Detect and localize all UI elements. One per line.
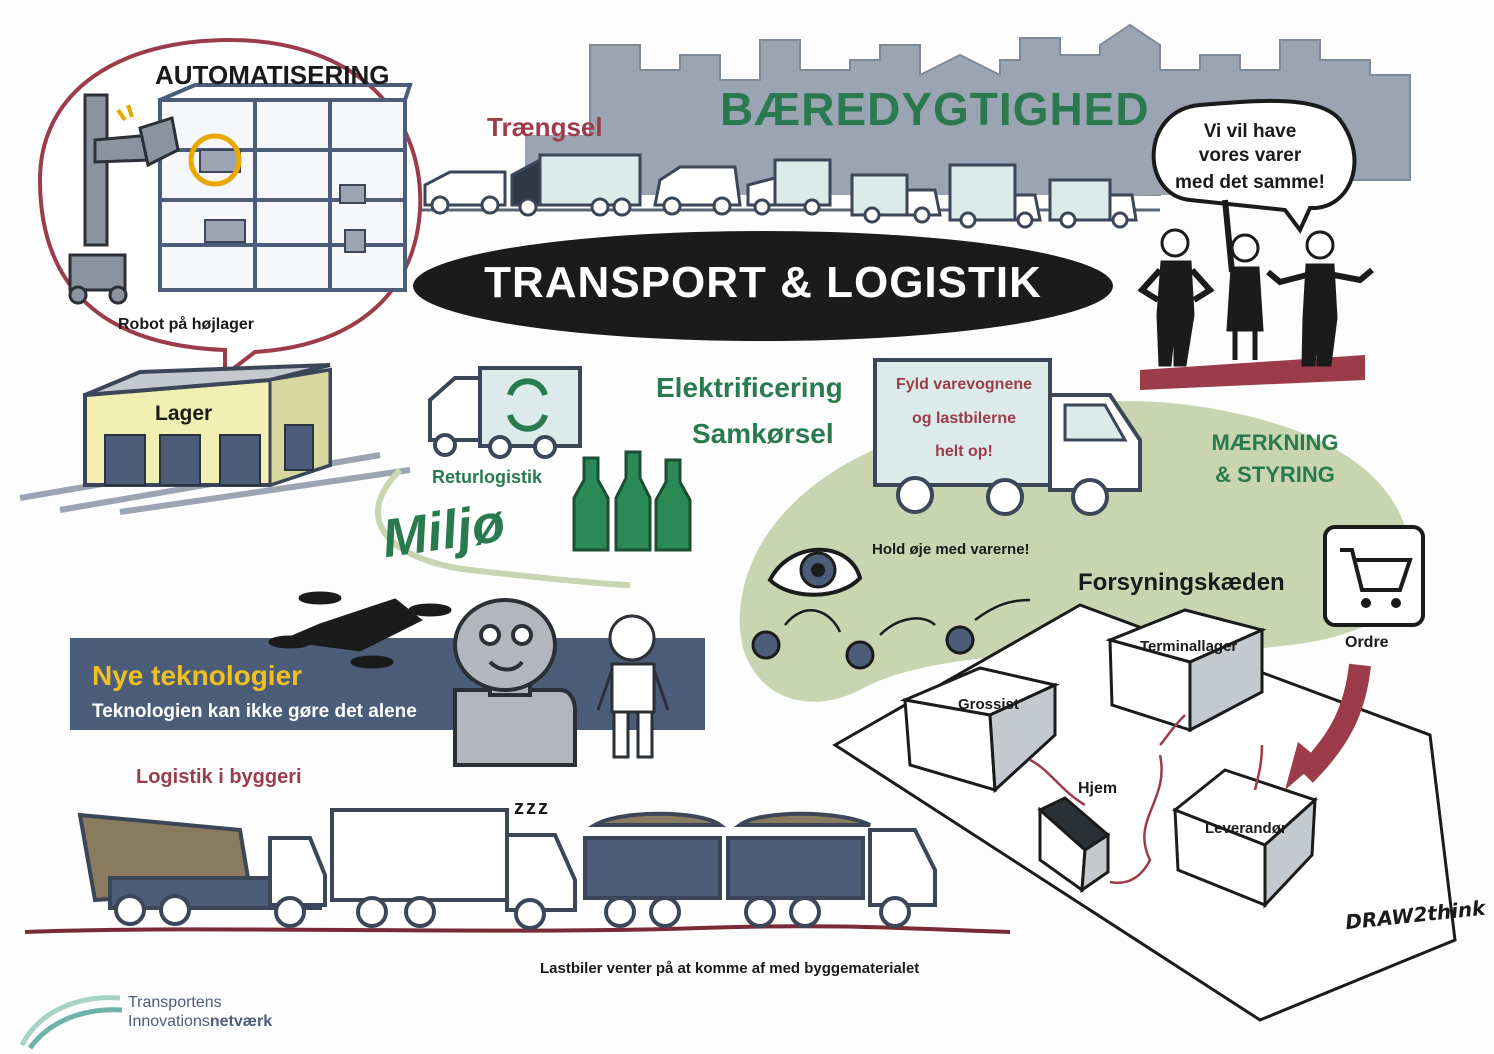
new-tech-subtitle: Teknologien kan ikke gøre det alene (92, 701, 417, 722)
robot-arm (68, 93, 180, 305)
box-truck (330, 808, 577, 930)
speech-text-2: vores varer (1198, 145, 1302, 166)
logo-line-1: Transportens (128, 994, 222, 1011)
truck-sign-line-1: Fyld varevognene (895, 376, 1033, 393)
logo-line-2: Innovationsnetværk (128, 1013, 272, 1031)
speech-bubble (1151, 98, 1357, 234)
eye-caption: Hold øje med varerne! (872, 541, 1030, 558)
supply-chain-heading: Forsyningskæden (1078, 569, 1285, 596)
home-label: Hjem (1078, 780, 1118, 797)
building-supplier (1172, 768, 1318, 909)
three-customers (1137, 199, 1374, 367)
supply-arrows (1029, 714, 1264, 884)
terminal-label: Terminallager (1140, 638, 1238, 655)
logo-line-2-bold: netværk (209, 1013, 273, 1030)
loading-truck (873, 358, 1142, 516)
logo-line-2-regular: Innovations (128, 1013, 210, 1030)
dump-truck (583, 811, 937, 928)
supplier-label: Leverandør (1205, 820, 1287, 837)
wholesaler-label: Grossist (958, 696, 1019, 713)
tracking-heading-2: & STYRING (1215, 462, 1335, 487)
automation-bubble (37, 37, 423, 380)
order-cart (1323, 525, 1425, 627)
tracking-dots (751, 598, 1031, 670)
sleep-zzz: zzz (514, 797, 550, 819)
main-title-pill (413, 231, 1113, 341)
order-label: Ordre (1345, 634, 1389, 651)
warehouse-label: Lager (155, 402, 213, 425)
environment-swoosh (375, 467, 631, 588)
construction-heading: Logistik i byggeri (136, 766, 302, 788)
speech-text-3: med det samme! (1175, 172, 1325, 193)
robot-caption: Robot på højlager (118, 316, 254, 333)
humanoid-robot (453, 598, 577, 767)
house-home (1037, 796, 1111, 894)
carpooling-label: Samkørsel (692, 418, 834, 449)
truck-sign-line-2: og lastbilerne (911, 410, 1017, 427)
drone (268, 591, 452, 669)
reverse-logistics-label: Returlogistik (432, 467, 543, 487)
new-tech-banner (70, 638, 705, 730)
road-line (24, 924, 1011, 934)
tracking-heading-1: MÆRKNING (1211, 430, 1339, 455)
logo-mark (19, 995, 123, 1050)
new-tech-heading: Nye teknologier (92, 660, 303, 691)
congestion-label: Trængsel (487, 112, 603, 142)
electrification-label: Elektrificering (656, 372, 843, 403)
recycling-truck (428, 366, 582, 459)
automation-heading: AUTOMATISERING (155, 60, 390, 90)
sustainability-heading: BÆREDYGTIGHED (720, 83, 1150, 135)
building-terminal (1105, 608, 1267, 733)
warehouse (19, 363, 411, 515)
eye-drawing (767, 547, 863, 597)
speech-text-1: Vi vil have (1203, 121, 1297, 142)
cement-truck (77, 812, 327, 928)
order-arrow-head (1285, 742, 1320, 790)
construction-caption: Lastbiler venter på at komme af med bygg… (540, 960, 920, 977)
glass-bottles (572, 450, 692, 552)
truck-sign-line-3: helt op! (935, 443, 993, 460)
vehicle-queue (423, 153, 1138, 229)
building-grossist (899, 666, 1060, 794)
small-robot (596, 614, 670, 759)
main-title: TRANSPORT & LOGISTIK (484, 258, 1042, 307)
